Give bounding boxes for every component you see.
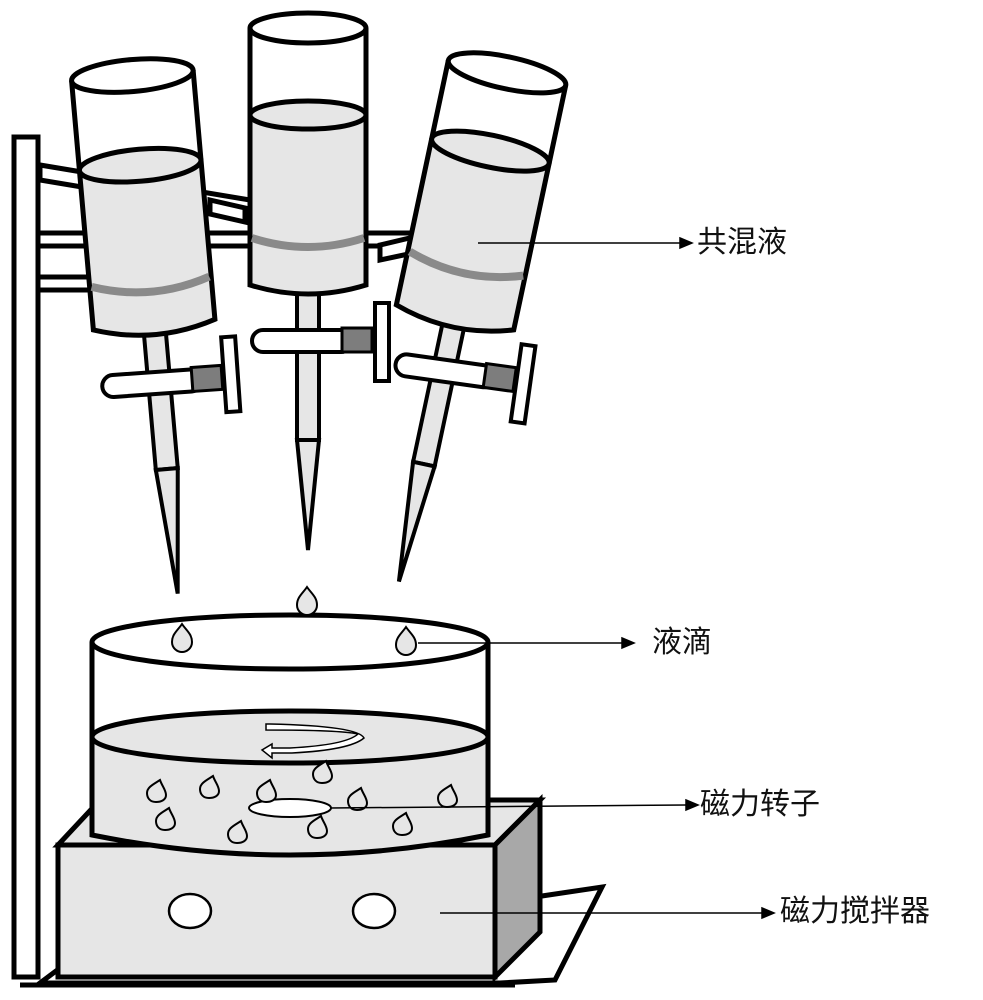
dropping-funnel-center — [247, 10, 369, 551]
leader-lines — [329, 236, 776, 920]
stopcock-right — [393, 341, 538, 426]
label-droplet: 液滴 — [652, 625, 712, 660]
label-magnetic-stir-bar: 磁力转子 — [700, 787, 820, 822]
stopcock-left — [100, 334, 243, 415]
arrow-droplet-icon — [621, 636, 636, 650]
stirrer-knob-left — [167, 892, 213, 930]
stopcock-center — [250, 301, 391, 383]
arrow-stir-bar-icon — [685, 798, 700, 812]
arrow-stirrer-icon — [761, 906, 776, 920]
dropping-funnel-left — [69, 56, 218, 594]
arrow-mixed-solution-icon — [679, 236, 694, 250]
dropping-funnel-right — [393, 50, 569, 583]
stirrer-knob-right — [351, 892, 397, 930]
label-magnetic-stirrer: 磁力搅拌器 — [780, 894, 930, 929]
rotation-arrow-icon — [260, 723, 365, 760]
beaker — [89, 612, 491, 858]
label-mixed-solution: 共混液 — [697, 225, 787, 260]
stand-rod — [11, 134, 41, 980]
